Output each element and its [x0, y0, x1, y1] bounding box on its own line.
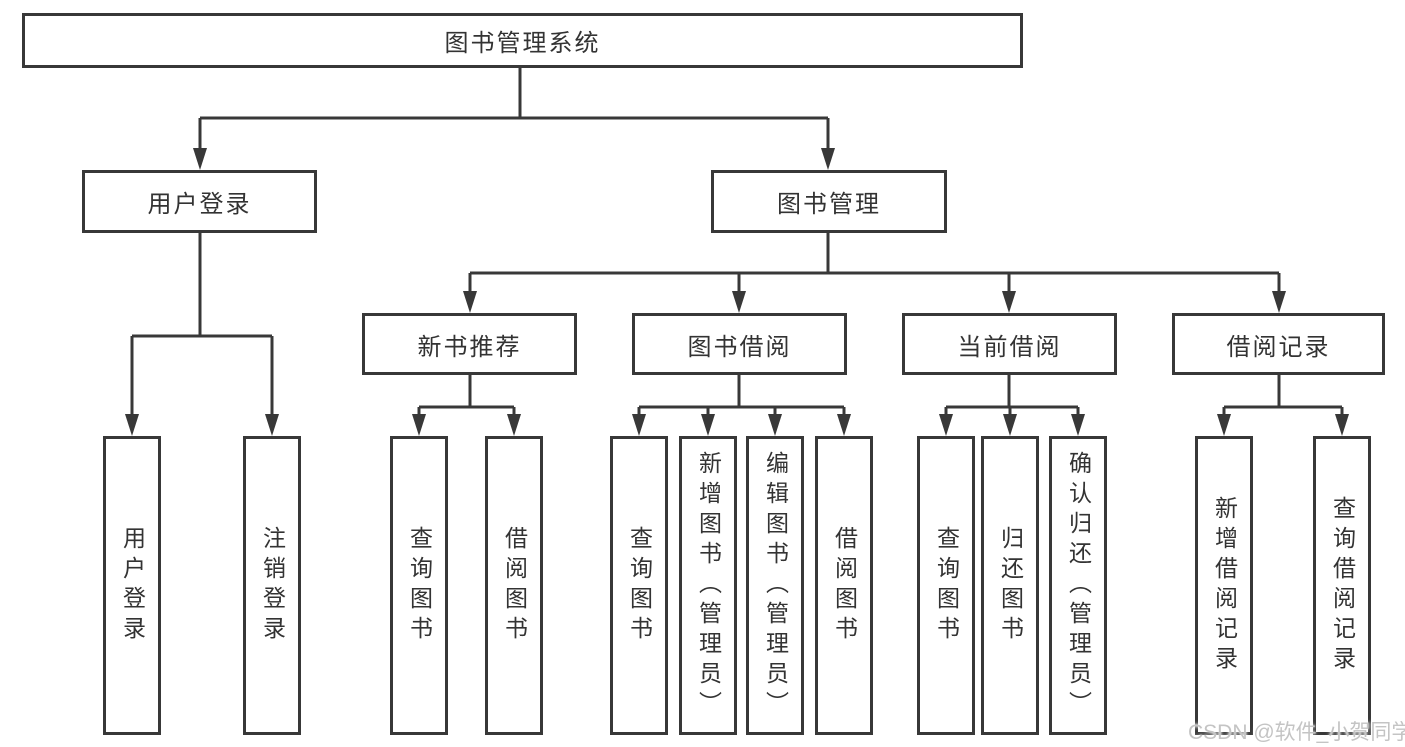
node-new-book-recommend: 新书推荐: [362, 313, 577, 375]
node-current-borrow: 当前借阅: [902, 313, 1117, 375]
arrowhead: [463, 291, 477, 313]
arrowhead: [1003, 414, 1017, 436]
edge-root-to-level2: [198, 68, 830, 149]
node-leaf-logout: 注销登录: [243, 436, 301, 735]
arrowhead: [125, 414, 139, 436]
node-label: 借阅图书: [501, 525, 528, 646]
node-label: 图书管理: [777, 191, 881, 218]
node-user-login: 用户登录: [82, 170, 317, 233]
node-label: 注销登录: [259, 525, 286, 646]
node-label: 新增图书（管理员）: [695, 450, 722, 721]
node-leaf-query-books-current: 查询图书: [917, 436, 975, 735]
arrowhead: [193, 148, 207, 170]
node-leaf-query-books-recommend: 查询图书: [390, 436, 448, 735]
node-leaf-user-login-action: 用户登录: [103, 436, 161, 735]
node-label: 图书管理系统: [444, 30, 601, 57]
node-root-system: 图书管理系统: [22, 13, 1023, 68]
node-leaf-borrow-books-recommend: 借阅图书: [485, 436, 543, 735]
node-borrow-records: 借阅记录: [1172, 313, 1385, 375]
edge-user-login-children: [130, 233, 274, 415]
node-leaf-query-books-borrow: 查询图书: [610, 436, 668, 735]
node-label: 归还图书: [997, 525, 1024, 646]
edge-borrow-records-children: [1222, 375, 1344, 415]
node-leaf-confirm-return-admin: 确认归还（管理员）: [1049, 436, 1107, 735]
arrowhead: [412, 414, 426, 436]
node-label: 图书借阅: [687, 333, 792, 361]
arrowhead: [821, 148, 835, 170]
node-label: 新书推荐: [417, 333, 522, 361]
edge-current-borrow-children: [944, 375, 1080, 415]
arrowhead: [939, 414, 953, 436]
arrowhead: [732, 291, 746, 313]
arrowhead: [837, 414, 851, 436]
node-leaf-return-books: 归还图书: [981, 436, 1039, 735]
node-label: 编辑图书（管理员）: [762, 450, 789, 721]
node-label: 新增借阅记录: [1211, 495, 1238, 676]
arrowhead: [632, 414, 646, 436]
arrowhead: [1002, 291, 1016, 313]
node-leaf-edit-books-admin: 编辑图书（管理员）: [746, 436, 804, 735]
arrowhead: [1335, 414, 1349, 436]
arrowhead: [1272, 291, 1286, 313]
arrowhead: [1217, 414, 1231, 436]
csdn-watermark: CSDN @软件_小贺同学: [1188, 721, 1405, 744]
arrowhead: [701, 414, 715, 436]
node-leaf-add-books-admin: 新增图书（管理员）: [679, 436, 737, 735]
node-label: 确认归还（管理员）: [1065, 450, 1092, 721]
node-label: 查询图书: [933, 525, 960, 646]
node-leaf-borrow-books: 借阅图书: [815, 436, 873, 735]
arrowhead: [768, 414, 782, 436]
arrowhead: [507, 414, 521, 436]
edge-book-mgmt-to-level3: [468, 233, 1281, 292]
node-label: 查询图书: [406, 525, 433, 646]
node-leaf-add-borrow-record: 新增借阅记录: [1195, 436, 1253, 735]
node-label: 查询借阅记录: [1329, 495, 1356, 676]
arrowhead: [265, 414, 279, 436]
node-label: 借阅记录: [1226, 333, 1331, 361]
node-book-management: 图书管理: [711, 170, 947, 233]
node-label: 用户登录: [119, 525, 146, 646]
arrowhead: [1071, 414, 1085, 436]
node-leaf-query-borrow-record: 查询借阅记录: [1313, 436, 1371, 735]
node-label: 查询图书: [626, 525, 653, 646]
edge-book-borrow-children: [637, 375, 846, 415]
node-book-borrow: 图书借阅: [632, 313, 847, 375]
node-label: 用户登录: [147, 191, 252, 218]
edge-new-books-children: [417, 375, 516, 415]
node-label: 当前借阅: [957, 333, 1062, 361]
node-label: 借阅图书: [831, 525, 858, 646]
